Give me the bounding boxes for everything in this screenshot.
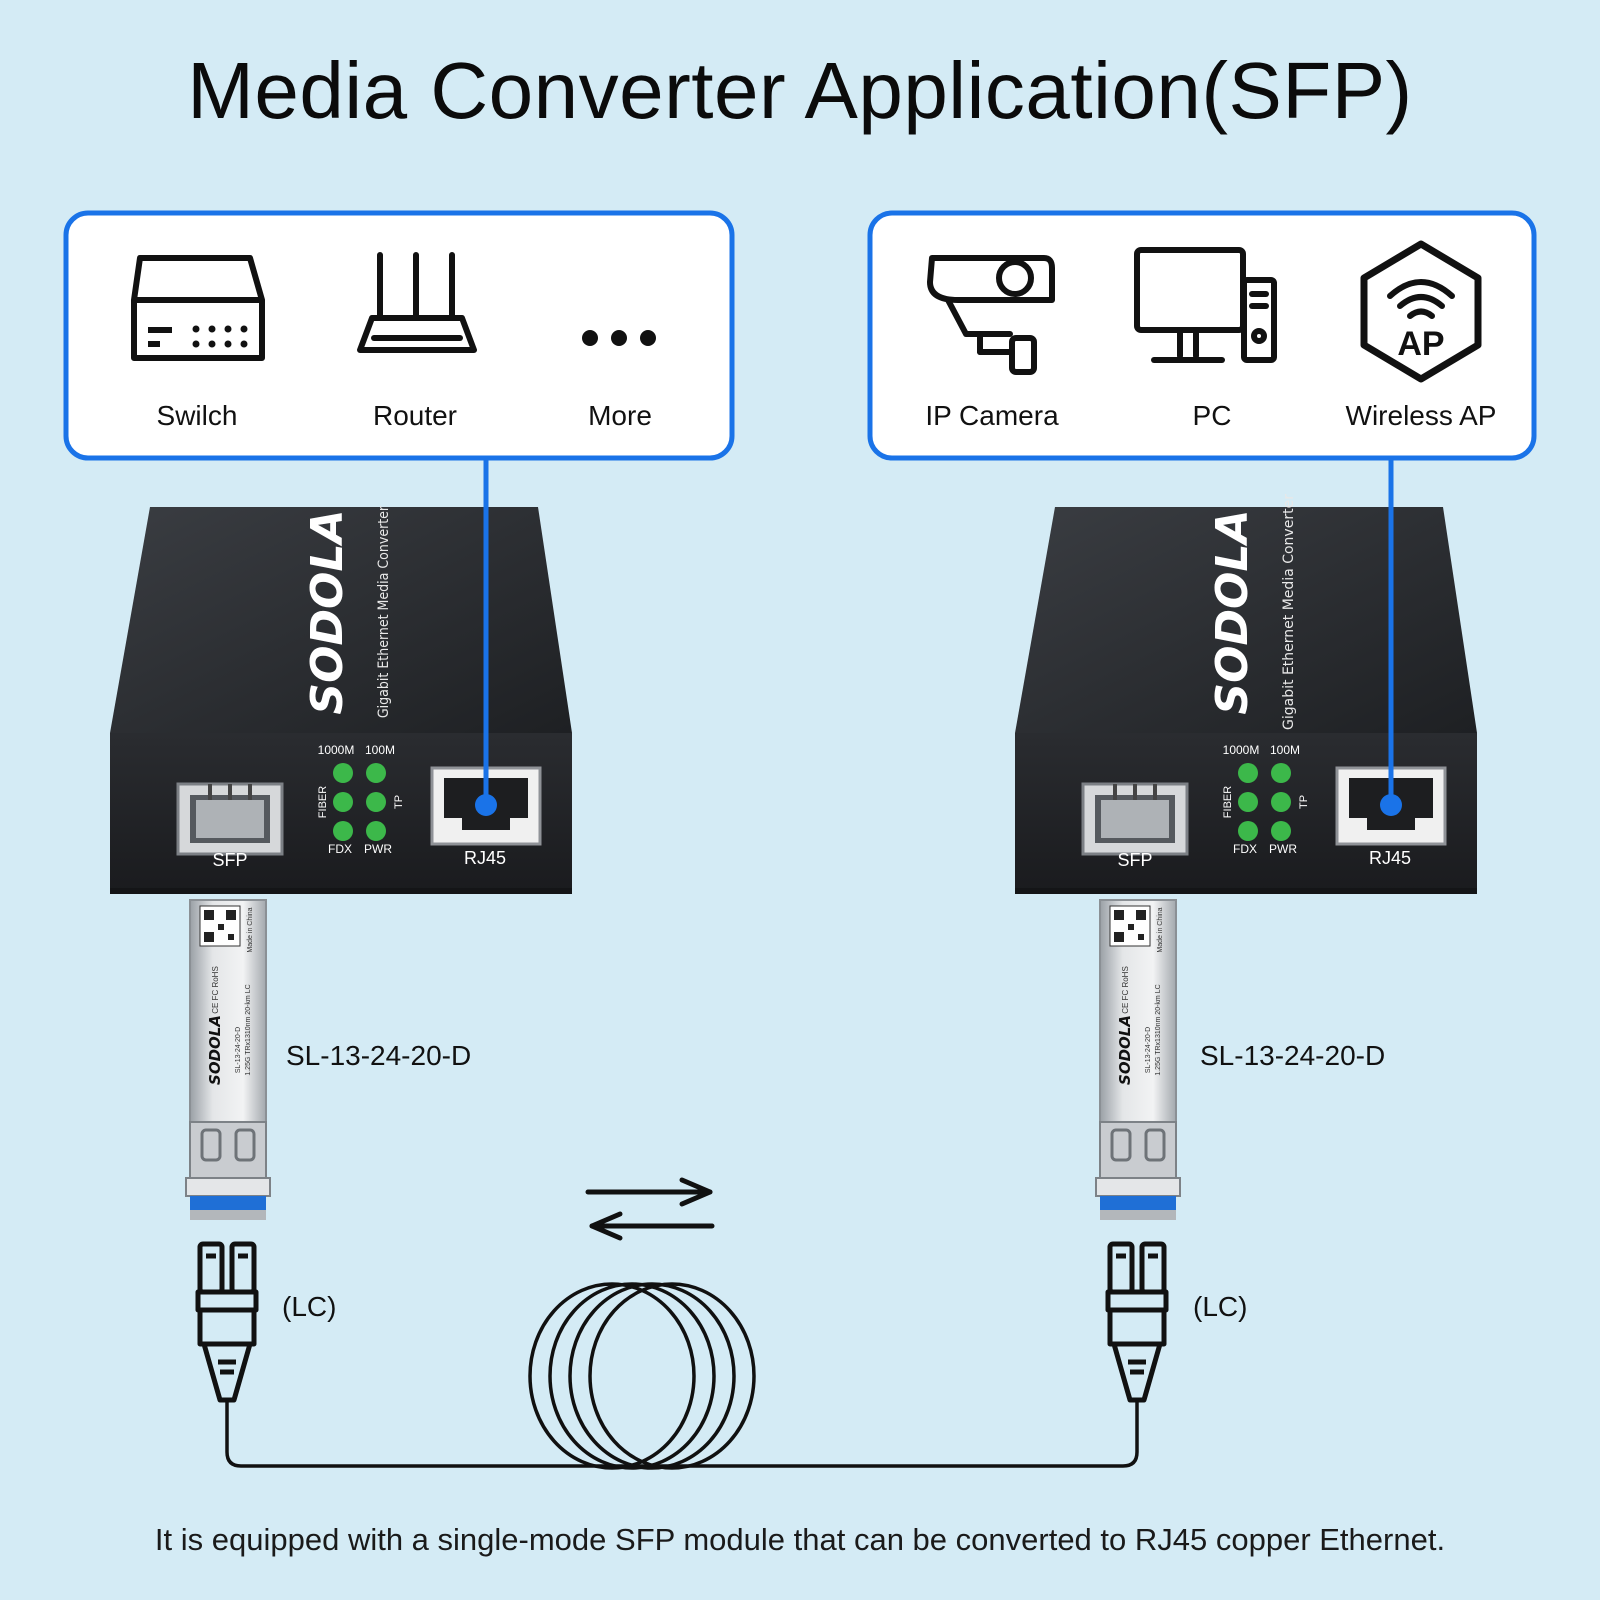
sfp-spec: 1.25G TRx1310nm 20-km LC xyxy=(245,984,252,1075)
left-device-panel: Swilch Router More xyxy=(63,210,735,461)
pc-icon xyxy=(1134,247,1277,363)
converter-subtitle: Gigabit Ethernet Media Converter xyxy=(376,505,392,718)
converter-subtitle: Gigabit Ethernet Media Converter xyxy=(1281,494,1297,730)
sfp-module-left: CE FC RoHS Made in China SODOLA SL-13-24… xyxy=(185,899,271,1220)
device-label-more: More xyxy=(588,400,652,431)
led-label-pwr: PWR xyxy=(1269,842,1297,856)
switch-icon xyxy=(131,255,265,361)
sfp-port-label: SFP xyxy=(1117,850,1152,870)
led-label-fiber: FIBER xyxy=(1222,786,1234,818)
sfp-brand: SODOLA xyxy=(1116,1015,1134,1085)
fiber-coil-loop xyxy=(548,1282,716,1470)
sfp-module-right: CE FC RoHS Made in China SODOLA SL-13-24… xyxy=(1095,899,1181,1220)
device-label-pc: PC xyxy=(1193,400,1232,431)
ip-camera-icon xyxy=(927,255,1055,375)
sfp-model-print: SL-13-24-20-D xyxy=(1145,1027,1152,1073)
ethernet-link-lines xyxy=(475,460,1402,816)
sfp-port: SFP xyxy=(1081,782,1189,870)
media-converter-left: SODOLA Gigabit Ethernet Media Converter … xyxy=(110,505,572,894)
led-label-fiber: FIBER xyxy=(317,786,329,818)
sfp-marks: CE FC RoHS xyxy=(1121,966,1130,1014)
page-title: Media Converter Application(SFP) xyxy=(187,46,1413,135)
sfp-brand: SODOLA xyxy=(206,1015,224,1085)
led-label-pwr: PWR xyxy=(364,842,392,856)
fiber-cable xyxy=(225,1282,1139,1470)
lc-connector-left xyxy=(195,1241,259,1403)
caption: It is equipped with a single-mode SFP mo… xyxy=(154,1522,1446,1557)
link-endpoint-right xyxy=(1380,794,1402,816)
lc-label-right: (LC) xyxy=(1193,1291,1247,1322)
converter-brand: SODOLA xyxy=(302,509,353,714)
rj45-port-label: RJ45 xyxy=(464,848,506,868)
led-label-tp: TP xyxy=(393,795,405,809)
sfp-model-print: SL-13-24-20-D xyxy=(235,1027,242,1073)
router-icon xyxy=(357,252,477,353)
lc-connector-right xyxy=(1105,1241,1169,1403)
fiber-coil-loop xyxy=(528,1282,696,1470)
fiber-coil-loop xyxy=(588,1282,756,1470)
device-label-switch: Swilch xyxy=(157,400,238,431)
led-label-fdx: FDX xyxy=(1233,842,1257,856)
bidirectional-arrows-icon xyxy=(585,1177,715,1241)
led-label-100m: 100M xyxy=(365,743,395,757)
more-dots-icon xyxy=(582,330,656,346)
led-label-1000m: 1000M xyxy=(1223,743,1260,757)
converter-brand: SODOLA xyxy=(1207,509,1258,714)
fiber-coil-loop xyxy=(568,1282,736,1470)
device-label-wireless-ap: Wireless AP xyxy=(1346,400,1497,431)
sfp-model-label-left: SL-13-24-20-D xyxy=(286,1040,471,1071)
sfp-origin: Made in China xyxy=(1157,907,1164,952)
status-leds: 1000M 100M FDX PWR FIBER TP xyxy=(1222,743,1310,856)
led-label-tp: TP xyxy=(1298,795,1310,809)
device-label-router: Router xyxy=(373,400,457,431)
media-converter-right: SODOLA Gigabit Ethernet Media Converter … xyxy=(1015,494,1477,894)
led-label-100m: 100M xyxy=(1270,743,1300,757)
led-label-fdx: FDX xyxy=(328,842,352,856)
right-device-panel: AP IP Camera PC Wireless AP xyxy=(867,210,1537,461)
status-leds: 1000M 100M FDX PWR FIBER TP xyxy=(317,743,405,856)
device-label-ip-camera: IP Camera xyxy=(925,400,1059,431)
sfp-port: SFP xyxy=(176,782,284,870)
wireless-ap-icon: AP xyxy=(1360,240,1482,383)
rj45-port-label: RJ45 xyxy=(1369,848,1411,868)
sfp-origin: Made in China xyxy=(247,907,254,952)
sfp-marks: CE FC RoHS xyxy=(211,966,220,1014)
sfp-model-label-right: SL-13-24-20-D xyxy=(1200,1040,1385,1071)
sfp-port-label: SFP xyxy=(212,850,247,870)
sfp-spec: 1.25G TRx1310nm 20-km LC xyxy=(1155,984,1162,1075)
wireless-ap-icon-text: AP xyxy=(1397,325,1444,363)
led-label-1000m: 1000M xyxy=(318,743,355,757)
link-endpoint-left xyxy=(475,794,497,816)
lc-label-left: (LC) xyxy=(282,1291,336,1322)
